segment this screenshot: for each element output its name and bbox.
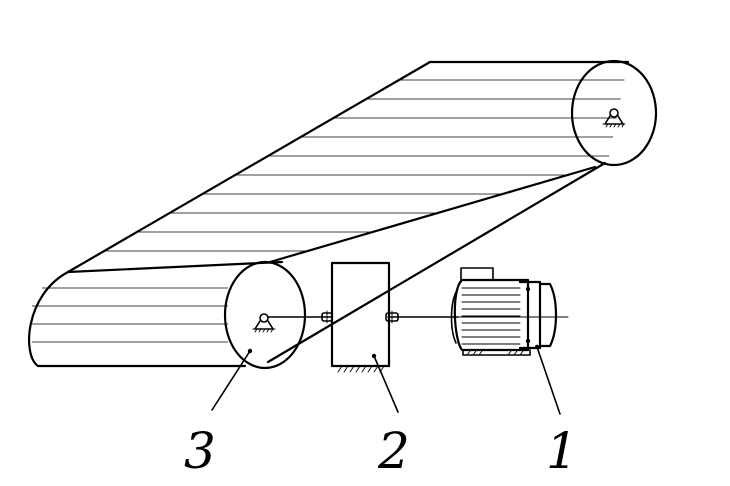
gearbox <box>330 261 391 373</box>
belt-hatch-left <box>32 287 228 343</box>
tail-drum <box>570 59 658 167</box>
label-gearbox: 2 <box>377 422 410 480</box>
conveyor-belt <box>28 60 630 368</box>
motor-fins <box>461 287 521 345</box>
label-drive-drum: 3 <box>184 422 216 480</box>
drive-drum-bearing-icon <box>252 313 276 333</box>
leader-lines <box>211 346 561 415</box>
coupling-right-icon <box>385 310 399 324</box>
electric-motor <box>450 267 558 356</box>
drive-drum <box>223 260 307 370</box>
label-motor: 1 <box>546 422 578 480</box>
belt-hatch-top <box>104 79 625 252</box>
tail-drum-bearing-icon <box>602 108 626 128</box>
